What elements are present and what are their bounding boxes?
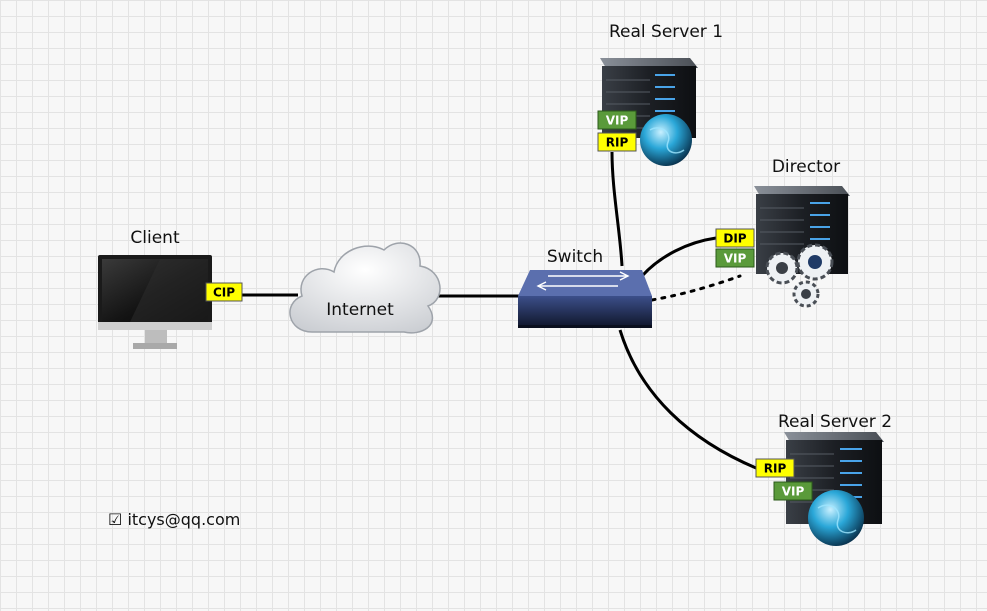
link-switch-director-dotted [650, 274, 742, 302]
svg-text:VIP: VIP [606, 114, 629, 128]
monitor-icon [98, 255, 212, 349]
real-server-1-node: Real Server 1 VIP RIP [597, 22, 723, 166]
internet-node: Internet [289, 242, 441, 334]
svg-text:VIP: VIP [724, 252, 747, 266]
real-server-2-node: Real Server 2 RIP VIP [755, 412, 892, 546]
client-node: Client [98, 228, 212, 349]
rs2-vip-tag: VIP [773, 481, 813, 501]
globe-icon [808, 490, 864, 546]
director-dip-tag: DIP [715, 228, 755, 248]
cloud-icon [289, 242, 441, 334]
client-cip-tag: CIP [205, 282, 243, 302]
real-server-2-label: Real Server 2 [778, 412, 892, 432]
svg-text:CIP: CIP [213, 286, 235, 300]
director-vip-tag: VIP [715, 248, 755, 268]
svg-text:VIP: VIP [782, 485, 805, 499]
client-label: Client [130, 228, 180, 248]
email-text: itcys@qq.com [127, 510, 241, 529]
gears-icon [765, 243, 834, 308]
svg-text:DIP: DIP [723, 232, 746, 246]
contact-email: ☑ itcys@qq.com [108, 510, 240, 529]
switch-label: Switch [547, 247, 603, 267]
checkbox-icon: ☑ [108, 510, 123, 529]
switch-node: Switch [518, 247, 652, 328]
real-server-1-label: Real Server 1 [609, 22, 723, 42]
rs1-vip-tag: VIP [597, 110, 637, 130]
link-switch-rs2 [618, 329, 757, 470]
svg-text:RIP: RIP [764, 462, 787, 476]
director-label: Director [772, 157, 840, 177]
links [242, 151, 757, 470]
svg-text:RIP: RIP [606, 136, 629, 150]
director-node: Director DIP VIP [715, 157, 850, 308]
network-switch-icon [518, 270, 652, 328]
link-switch-director [640, 236, 717, 278]
internet-label: Internet [326, 300, 394, 320]
rs2-rip-tag: RIP [755, 458, 795, 478]
link-switch-rs1 [610, 151, 624, 267]
rs1-rip-tag: RIP [597, 132, 637, 152]
globe-icon [640, 114, 692, 166]
